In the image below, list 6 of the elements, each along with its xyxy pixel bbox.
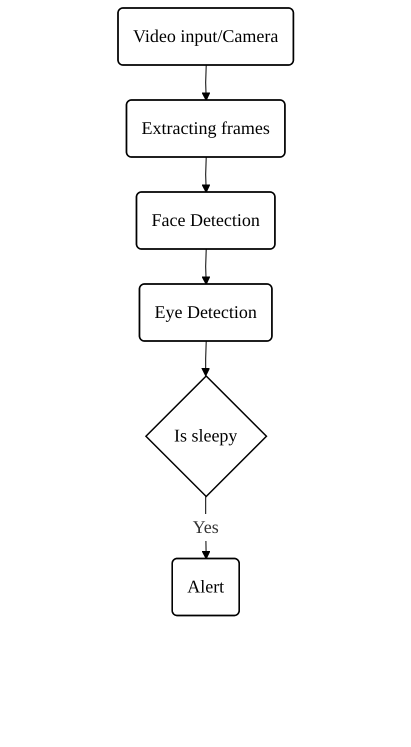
edge-label: Yes	[192, 516, 219, 537]
node-diamond: Is sleepy	[144, 374, 268, 498]
arrow	[201, 65, 210, 101]
arrow	[201, 157, 210, 193]
arrow	[201, 341, 210, 376]
arrow	[201, 249, 210, 285]
